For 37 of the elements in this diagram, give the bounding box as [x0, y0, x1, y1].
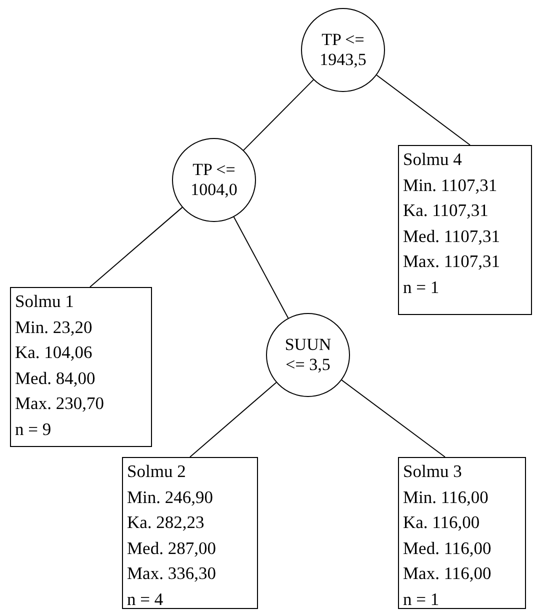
node-statistic: Min. 246,90 — [127, 486, 214, 508]
tree-branch-line — [376, 74, 470, 146]
node-statistic: Ka. 116,00 — [403, 511, 481, 534]
node-statistic: n = 9 — [15, 418, 52, 440]
node-statistic: Min. 1107,31 — [403, 174, 498, 196]
node-statistic: Max. 336,30 — [127, 562, 217, 585]
node-title: Solmu 4 — [403, 148, 463, 171]
node-statistic: Max. 116,00 — [403, 562, 492, 585]
leaf-node-box — [10, 287, 152, 447]
split-condition: SUUN <= 3,5 — [284, 335, 332, 375]
node-statistic: Med. 116,00 — [403, 536, 492, 560]
node-statistic: Ka. 1107,31 — [403, 199, 490, 222]
node-statistic: Min. 23,20 — [15, 316, 94, 338]
node-statistic: Med. 1107,31 — [403, 224, 502, 248]
split-condition: TP <= 1943,5 — [318, 30, 368, 70]
leaf-node-box — [122, 457, 258, 609]
node-title: Solmu 1 — [15, 290, 75, 313]
node-statistic: n = 4 — [127, 588, 164, 610]
node-statistic: Ka. 104,06 — [15, 341, 94, 364]
node-title: Solmu 3 — [403, 460, 463, 483]
node-statistic: Max. 1107,31 — [403, 250, 502, 273]
leaf-node-box — [398, 457, 526, 609]
node-statistic: Ka. 282,23 — [127, 511, 206, 534]
tree-branch-line — [190, 382, 277, 458]
leaf-node-box — [398, 145, 532, 315]
node-statistic: Min. 116,00 — [403, 486, 490, 508]
tree-branch-line — [90, 206, 183, 288]
node-statistic: Med. 84,00 — [15, 366, 96, 390]
node-statistic: Max. 230,70 — [15, 392, 105, 415]
node-statistic: Med. 287,00 — [127, 536, 217, 560]
tree-branch-line — [243, 79, 314, 151]
tree-branch-line — [341, 380, 446, 458]
node-statistic: n = 1 — [403, 588, 440, 610]
node-title: Solmu 2 — [127, 460, 187, 483]
tree-branch-line — [233, 216, 289, 318]
node-statistic: n = 1 — [403, 276, 440, 298]
split-condition: TP <= 1004,0 — [190, 160, 238, 200]
